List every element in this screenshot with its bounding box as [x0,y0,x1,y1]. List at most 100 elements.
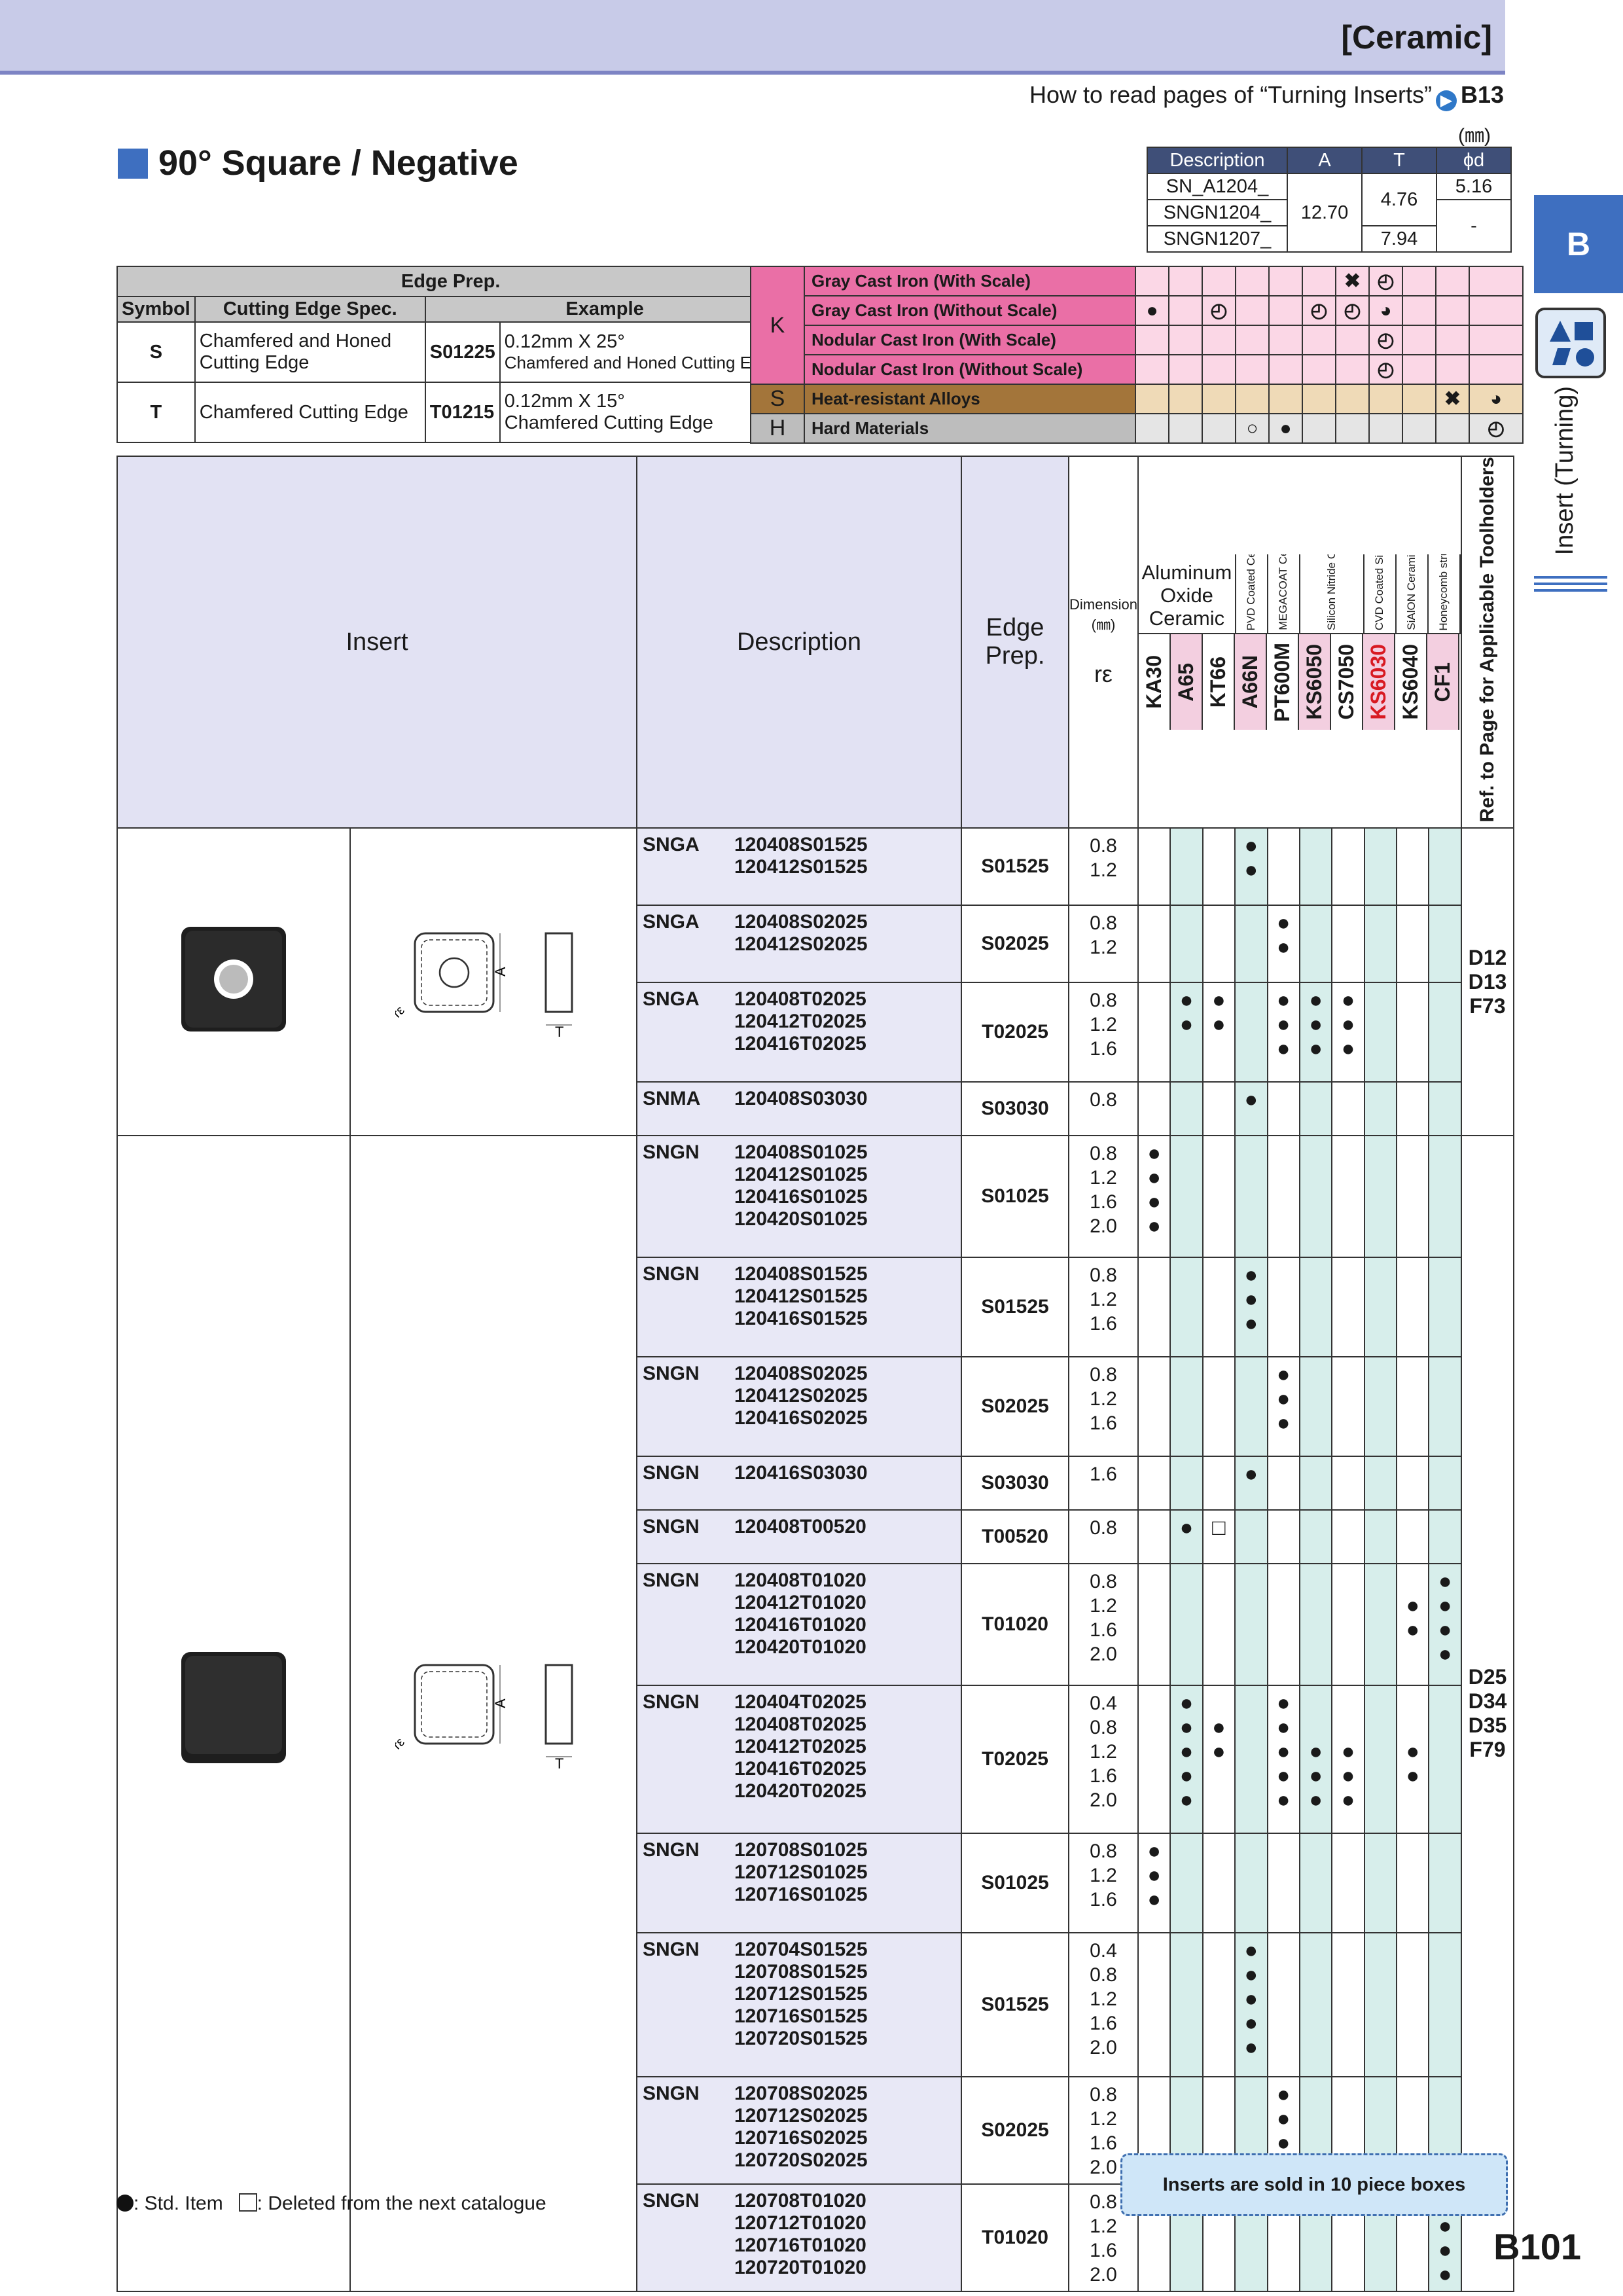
wm-grade-mark [1168,325,1203,355]
re-value: 1.2 [1090,1988,1117,2011]
product-code: 120716S01525 [734,2005,868,2028]
grade-availability [1396,1356,1430,1458]
product-code: 120408S03030 [734,1088,868,1110]
grade-availability [1363,1563,1398,1687]
grade-availability [1363,1081,1398,1137]
wm-grade-mark [1402,354,1436,385]
wm-grade-mark [1302,325,1336,355]
product-code: 120408T00520 [734,1516,866,1538]
grade-availability: ● ● ● [1266,982,1300,1083]
re-value: 1.6 [1090,1412,1117,1435]
edge-prep-code: S01025 [961,1833,1069,1934]
wm-grade-mark [1135,325,1169,355]
grade-availability [1363,1356,1398,1458]
grade-ks6040: KS6040 [1395,634,1427,730]
edge-prep-code: T01020 [961,1563,1069,1687]
dim-cell: 5.16 [1436,173,1512,200]
wm-grade-mark [1135,413,1169,444]
grade-cs7050: CS7050 [1330,634,1363,730]
product-prefix: SNGN [643,1570,700,1592]
wm-grade-mark [1302,354,1336,385]
dimension-table: Description A T ϕd SN_A1204_ 12.70 4.76 … [1147,147,1512,253]
grade-label: KS6040 [1398,644,1422,720]
dim-cell: SNGN1204_ [1147,199,1288,226]
product-code: 120416S02025 [734,1407,868,1429]
product-code: 120416T02025 [734,1033,866,1055]
col-spec: Cutting Edge Spec. [194,296,426,323]
grade-availability [1396,982,1430,1083]
product-code: 120704S01525 [734,1939,868,1961]
grade-availability [1202,1081,1236,1137]
wm-grade-mark: ◕ [1469,384,1524,414]
wm-grade-mark [1469,354,1524,385]
grade-availability [1363,1932,1398,2078]
wm-grade-mark [1168,354,1203,385]
product-table: Insert Description Edge Prep. Dimension … [116,455,1514,2293]
grade-category: PVD Coated Ceramic [1236,554,1268,634]
product-code: 120708S01525 [734,1961,868,1983]
product-code: 120408T02025 [734,1713,866,1736]
product-code: 120712S01525 [734,1983,868,2005]
product-code: 120708S02025 [734,2083,868,2105]
edge-prep-title: Edge Prep. [116,266,785,297]
wm-grade-mark [1469,266,1524,296]
grade-label: CS7050 [1334,644,1358,720]
grade-availability: ● ● ● ● ● [1169,1685,1204,1835]
re-value: 0.8 [1090,990,1117,1012]
col-ref: Ref. to Page for Applicable Toolholders [1460,455,1514,829]
grade-availability [1428,1135,1462,1259]
grade-availability [1266,1833,1300,1934]
edge-prep-code: S01025 [961,1135,1069,1259]
cat-alumina: Aluminum Oxide Ceramic [1139,554,1236,634]
wm-grade-mark [1235,266,1270,296]
grade-availability: ● ● [1396,1563,1430,1687]
re-value: 2.0 [1090,1215,1117,1238]
grade-availability [1137,827,1171,906]
product-code: 120416S03030 [734,1462,868,1484]
re-value: 1.2 [1090,2215,1117,2238]
re-value: 1.2 [1090,1595,1117,1617]
grade-availability [1202,1356,1236,1458]
grade-availability [1298,1509,1333,1565]
legend: : Std. Item: Deleted from the next catal… [116,2193,546,2215]
page-number: B101 [1493,2226,1581,2267]
grade-availability: ● [1169,1509,1204,1565]
wm-grade-mark [1135,354,1169,385]
edge-prep-code: S03030 [961,1081,1069,1137]
edge-code: T01215 [424,382,501,443]
product-prefix: SNGN [643,1939,700,1961]
insert-photo [116,1135,351,2293]
grade-availability [1298,905,1333,984]
product-code: 120720S02025 [734,2149,868,2172]
edge-prep-table: Edge Prep. Symbol Cutting Edge Spec. Exa… [116,266,785,443]
product-prefix: SNGN [643,1691,700,1713]
re-value: 1.2 [1090,1014,1117,1036]
grade-category-label: MEGACOAT Ceramic [1277,554,1290,631]
grade-availability [1137,1563,1171,1687]
re-value: 0.8 [1090,835,1117,857]
re-value: 1.2 [1090,1741,1117,1763]
grade-availability [1396,1932,1430,2078]
grade-availability: ● ● ● [1234,1257,1268,1358]
grade-label: KS6050 [1302,644,1326,720]
re-value: 1.2 [1090,937,1117,959]
dim-cell: SNGN1207_ [1147,225,1288,253]
howto-link[interactable]: How to read pages of “Turning Inserts”▶B… [1029,81,1504,111]
grade-availability [1234,1563,1268,1687]
wm-grade-mark [1135,384,1169,414]
grade-availability [1363,1135,1398,1259]
svg-text:A: A [492,1698,508,1708]
side-tab-letter[interactable]: B [1534,195,1623,293]
grade-availability [1428,1456,1462,1511]
wm-name: Nodular Cast Iron (Without Scale) [804,354,1136,385]
grade-availability [1137,1356,1171,1458]
re-value: 2.0 [1090,1789,1117,1812]
grade-category-label: CVD Coated Silicon Nitride Ceramic [1373,554,1385,630]
grade-category: SiAlON Ceramic [1397,554,1429,634]
edge-example-2: Chamfered and Honed Cutting Edge [504,353,780,372]
grade-label: CF1 [1430,662,1454,702]
product-code: 120408S01525 [734,1263,868,1285]
grade-availability [1234,982,1268,1083]
